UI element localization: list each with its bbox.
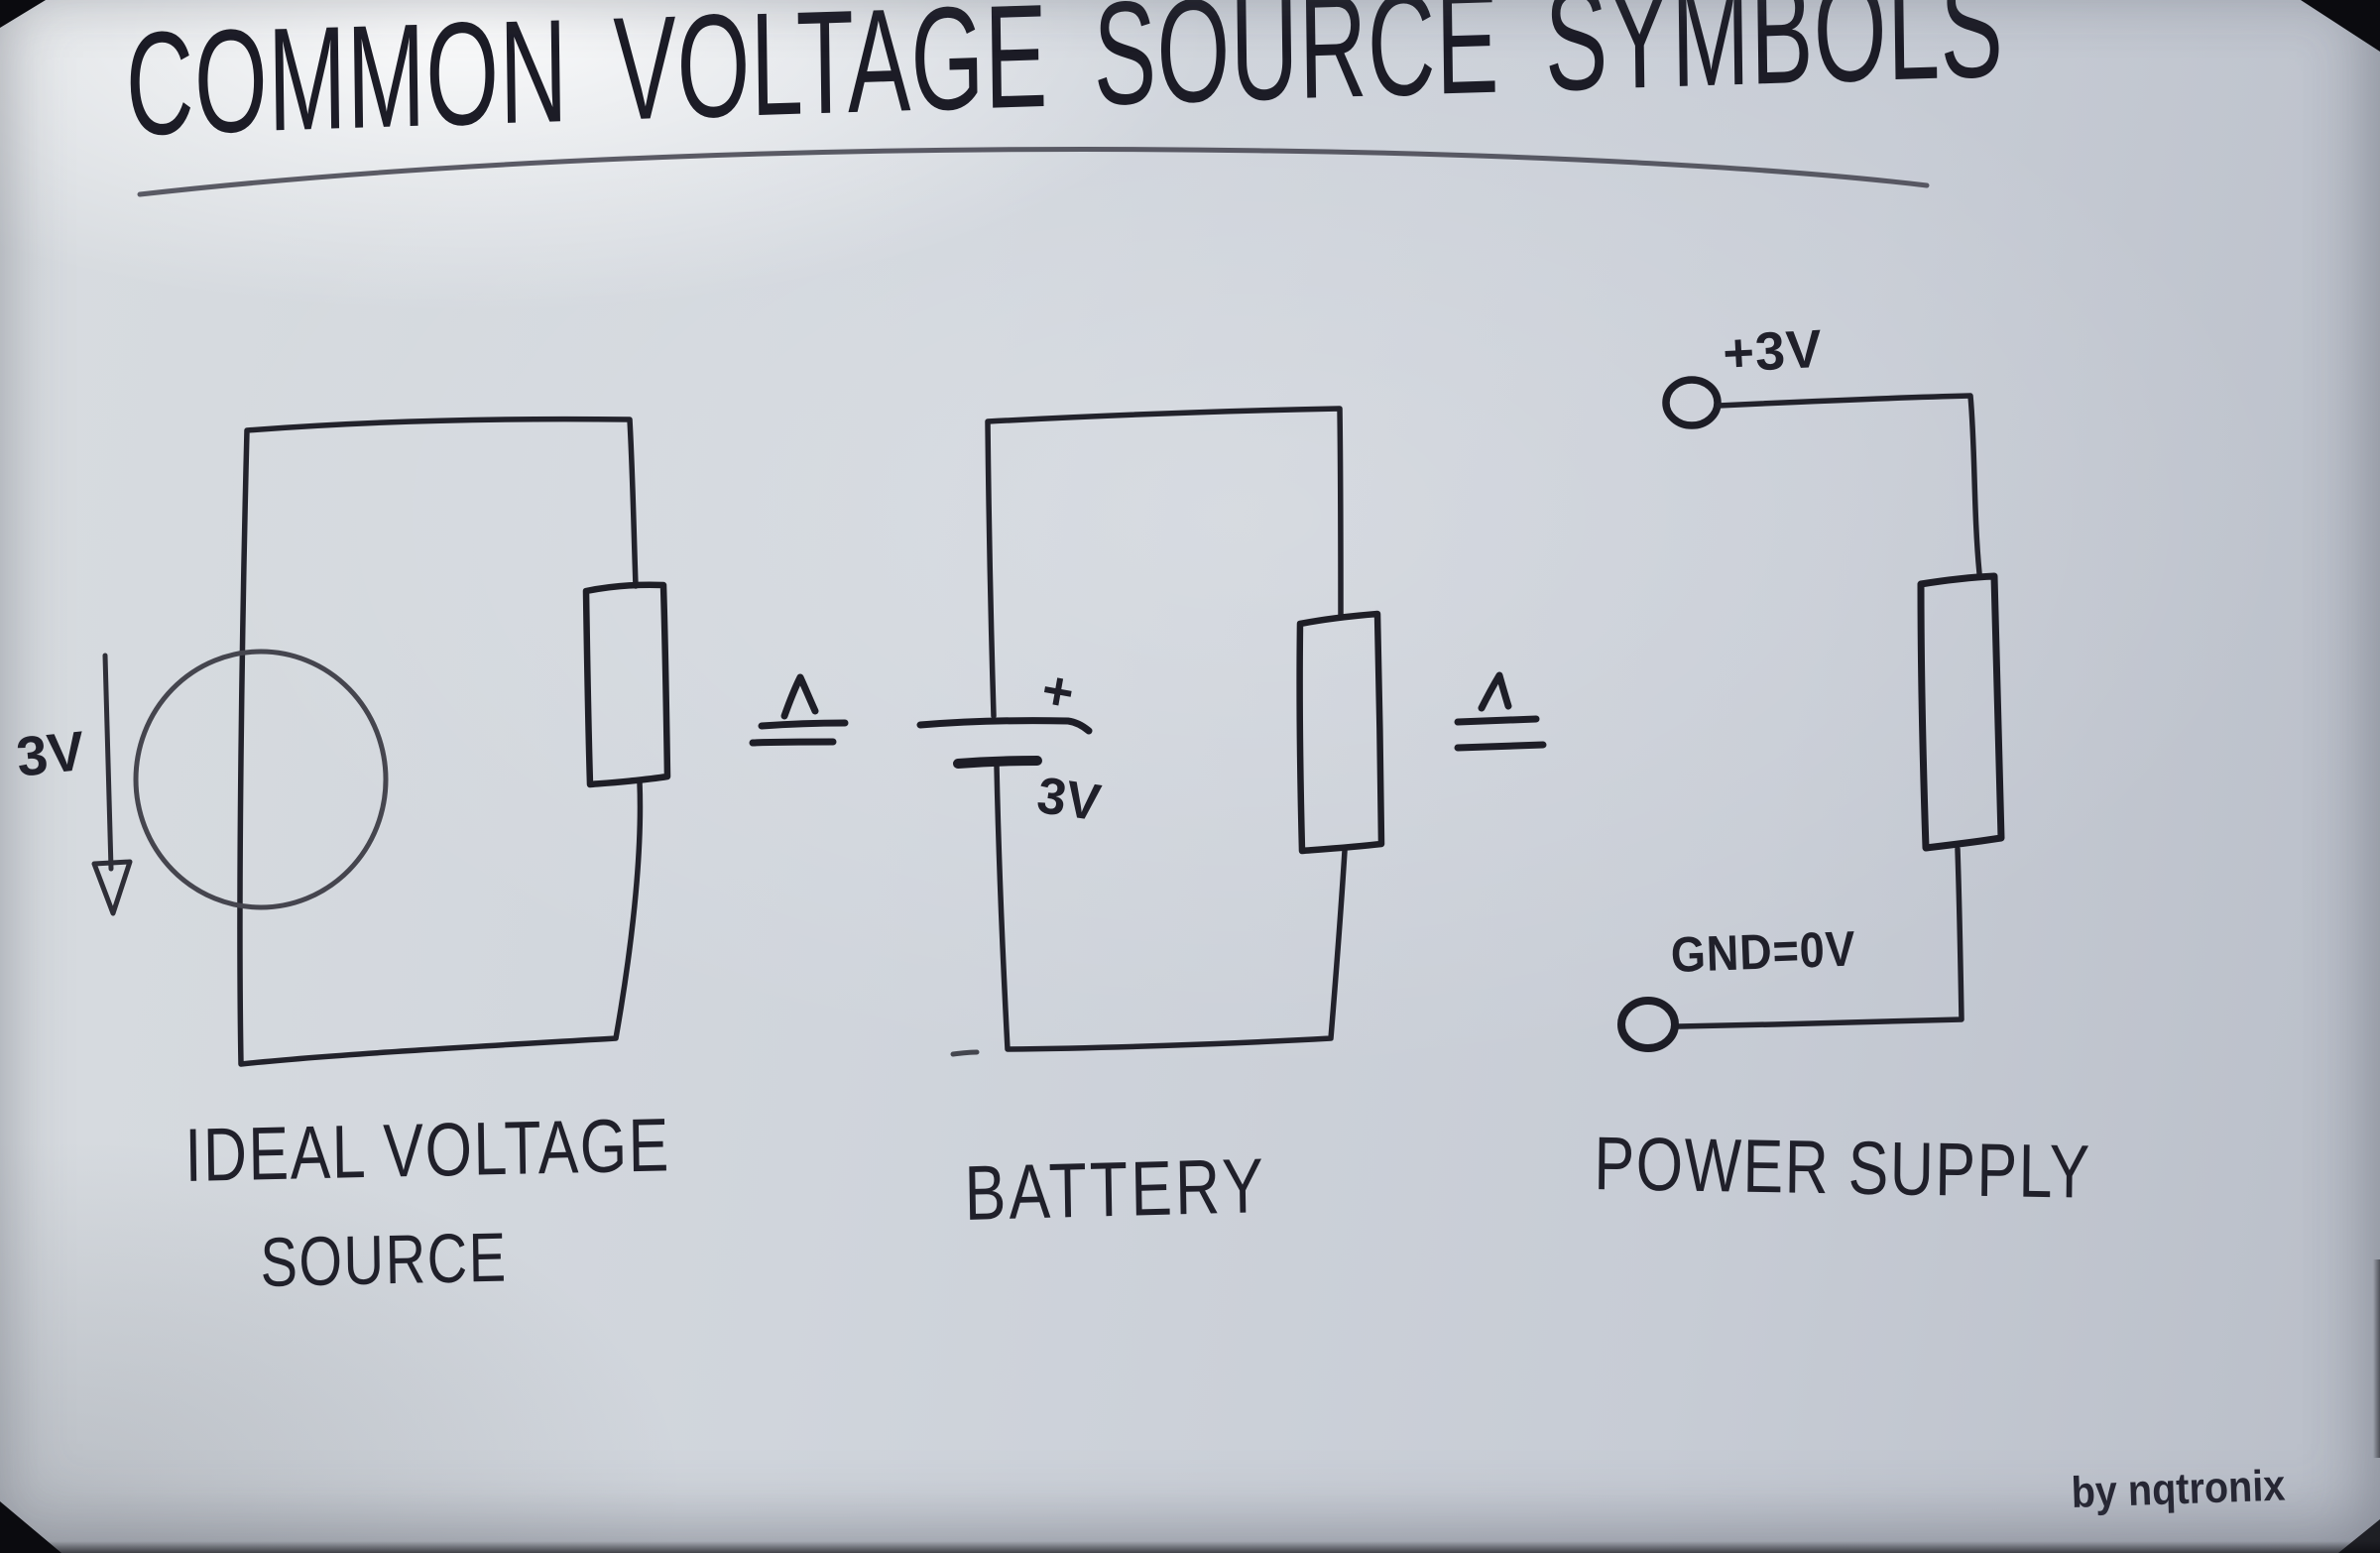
resistor: [1296, 610, 1385, 855]
author-signature: by nqtronix: [2070, 1461, 2287, 1517]
power-supply-label: POWER SUPPLY: [1594, 1122, 2092, 1215]
battery-label: BATTERY: [963, 1141, 1267, 1237]
resistor: [1917, 572, 2005, 852]
ground-terminal-icon: [1617, 997, 1679, 1052]
photo-edge-bottom: [0, 1541, 2380, 1553]
equivalence-icon: [1454, 671, 1547, 752]
equivalence-icon: [749, 673, 849, 747]
voltage-source-circle: [133, 649, 389, 910]
battery-circuit: [916, 406, 1385, 1057]
wire-loop: [237, 416, 644, 1067]
voltage-direction-arrow: [91, 653, 133, 916]
pen-tick: [950, 1049, 980, 1057]
positive-terminal-icon: [1662, 376, 1722, 429]
photo-edge-right: [2373, 1259, 2380, 1458]
title-underline: [137, 147, 1930, 197]
wire: [1676, 393, 1982, 1029]
resistor: [582, 581, 671, 788]
ideal-voltage-source-circuit: [91, 416, 671, 1067]
battery-negative-plate: [953, 756, 1042, 769]
power-supply-ground-annotation: GND=0V: [1669, 920, 1857, 983]
wire-loop: [985, 406, 1348, 1052]
battery-voltage-annotation: 3V: [1033, 767, 1105, 833]
power-supply-positive-annotation: +3V: [1721, 318, 1825, 384]
battery-positive-plate: [916, 717, 1093, 735]
ideal-voltage-source-label-line1: IDEAL VOLTAGE: [183, 1103, 671, 1198]
ideal-voltage-source-label-line2: SOURCE: [259, 1218, 509, 1301]
ideal-source-voltage-annotation: 3V: [13, 718, 88, 788]
power-supply-circuit: [1617, 376, 2005, 1052]
